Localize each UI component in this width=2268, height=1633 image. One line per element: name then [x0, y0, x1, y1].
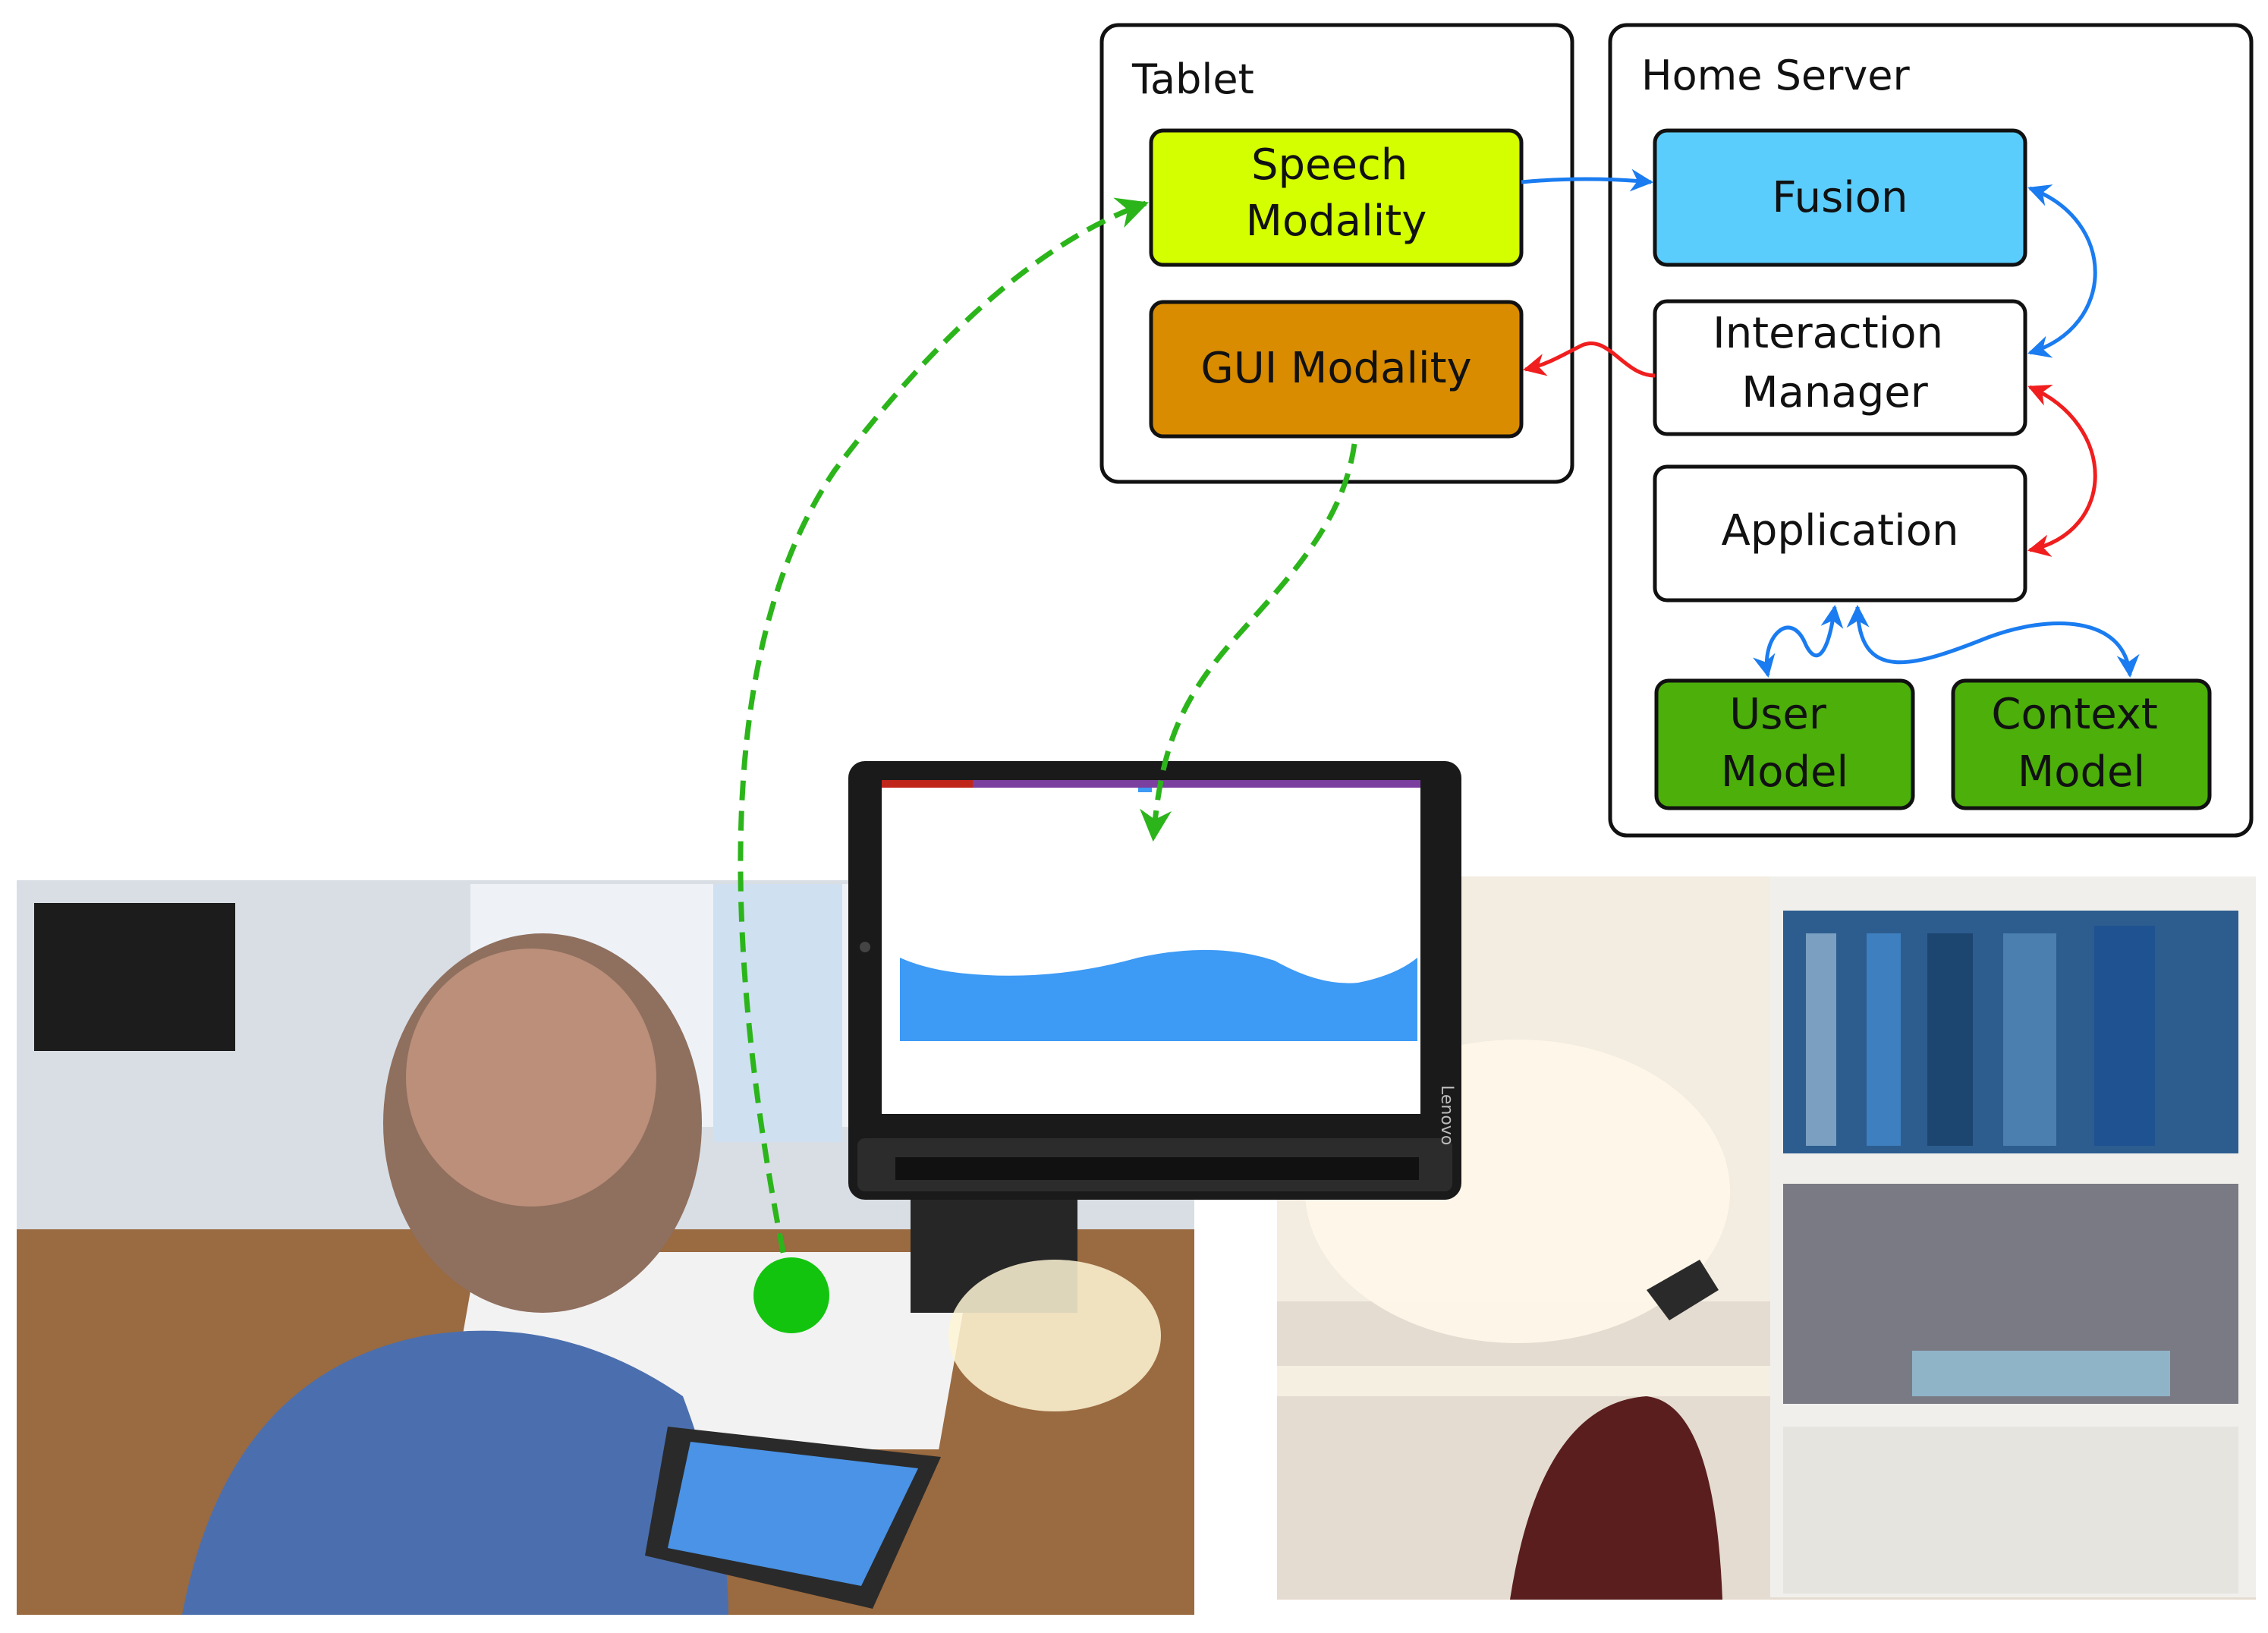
tablet-group-title: Tablet: [1131, 55, 1254, 103]
arrow-interaction-application: [2027, 385, 2097, 557]
interaction-manager-box: [1653, 299, 2027, 436]
fusion-label: Fusion: [1772, 173, 1908, 222]
waveform: [900, 949, 1417, 1041]
fusion-box: [1653, 128, 2027, 267]
dashed-arrow-user-to-speech: [738, 197, 1149, 1283]
gui-modality-label: GUI Modality: [1200, 344, 1471, 393]
green-dashed-arrows: [738, 197, 1357, 1283]
arrow-application-user-model: [1753, 605, 1844, 678]
application-label: Application: [1722, 506, 1959, 555]
home-server-title: Home Server: [1641, 52, 1911, 99]
arrows: [1521, 168, 2140, 678]
svg-text:User Model: User Model: [1721, 690, 1848, 797]
user-model-line2: Model: [1721, 747, 1848, 797]
home-server-group: Home Server Fusion Interaction Manager A…: [1608, 23, 2254, 838]
arrow-speech-to-fusion: [1521, 168, 1653, 192]
user-model-line1: User: [1729, 690, 1827, 739]
svg-text:Interaction Manager: Interaction Manager: [1713, 309, 1957, 417]
speech-modality-box: [1149, 128, 1524, 267]
arrow-interaction-to-gui: [1523, 341, 1656, 378]
gui-modality-box: [1149, 300, 1524, 439]
interaction-manager-line1: Interaction: [1713, 309, 1943, 358]
user-marker-dot: [753, 1257, 829, 1333]
device-brand-label: Lenovo: [1437, 1085, 1456, 1145]
tablet-screen: [882, 780, 1420, 1114]
speech-modality-line1: Speech: [1251, 140, 1408, 190]
tablet-device: Lenovo: [848, 761, 1461, 1200]
arrow-fusion-interaction: [2027, 184, 2097, 358]
dashed-arrow-gui-to-screen: [1140, 443, 1357, 842]
speech-modality-line2: Modality: [1246, 197, 1427, 246]
context-model-line1: Context: [1991, 690, 2157, 739]
context-model-line2: Model: [2018, 747, 2145, 797]
user-model-box: [1654, 678, 1915, 810]
svg-text:Context Model: Context Model: [1991, 690, 2171, 797]
context-model-box: [1951, 678, 2212, 810]
tablet-group: Tablet Speech Modality GUI Modality: [1099, 23, 1574, 484]
svg-text:Speech Modality: Speech Modality: [1246, 140, 1427, 246]
right-photo: [1277, 876, 2256, 1600]
application-box: [1653, 464, 2027, 603]
interaction-manager-line2: Manager: [1741, 368, 1928, 417]
arrow-application-context-model: [1846, 605, 2140, 678]
